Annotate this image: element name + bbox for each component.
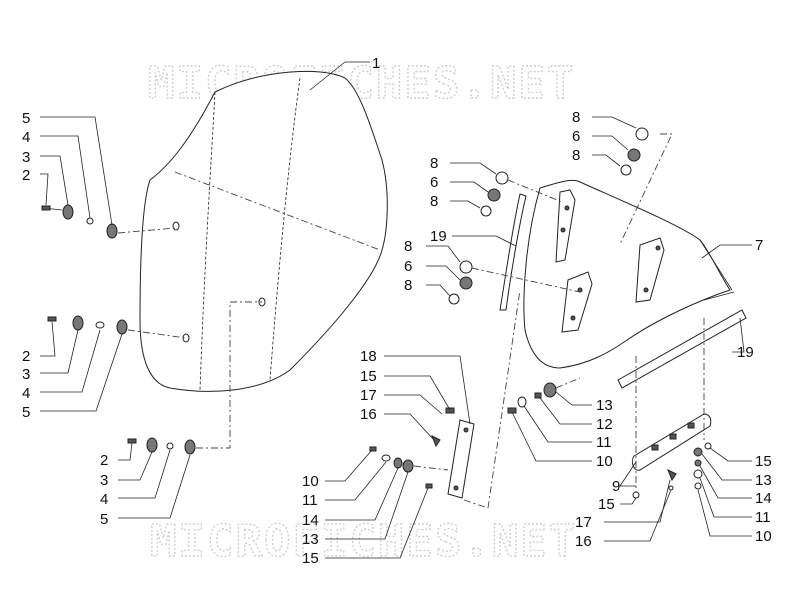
- leader-1: [309, 61, 346, 91]
- callout-17-b: 17: [575, 514, 592, 531]
- callout-5-b: 5: [22, 404, 30, 421]
- hardware-group-right-middle: [507, 377, 581, 414]
- callout-5-a: 5: [22, 110, 30, 127]
- hardware-group-lower-right: [632, 442, 712, 499]
- hardware-group-center: [369, 407, 455, 489]
- callout-8-e: 8: [404, 238, 412, 255]
- callout-18: 18: [360, 348, 377, 365]
- callout-8-f: 8: [404, 277, 412, 294]
- callout-3-b: 3: [22, 366, 30, 383]
- callout-12: 12: [596, 416, 613, 433]
- callout-15-c: 15: [598, 496, 615, 513]
- callout-2-a: 2: [22, 167, 30, 184]
- hardware-group-middle-left: [47, 315, 187, 339]
- callout-8-d: 8: [430, 193, 438, 210]
- callout-3-c: 3: [100, 472, 108, 489]
- callout-10-a: 10: [302, 473, 319, 490]
- callout-10-c: 10: [755, 528, 772, 545]
- callout-15-b: 15: [302, 550, 319, 567]
- callout-6-a: 6: [572, 128, 580, 145]
- bracket-18: [447, 289, 521, 509]
- callout-19-b: 19: [737, 344, 754, 361]
- callout-2-b: 2: [22, 348, 30, 365]
- callout-3-a: 3: [22, 149, 30, 166]
- callout-17-a: 17: [360, 387, 377, 404]
- rubber-strip-19-right: [617, 309, 747, 389]
- callout-14-a: 14: [302, 512, 319, 529]
- callout-7: 7: [755, 237, 763, 254]
- callout-16-b: 16: [575, 533, 592, 550]
- callout-4-c: 4: [100, 491, 108, 508]
- callout-15-a: 15: [360, 368, 377, 385]
- windshield: [139, 70, 388, 392]
- callout-4-b: 4: [22, 385, 30, 402]
- callout-8-c: 8: [430, 155, 438, 172]
- callout-10-b: 10: [596, 453, 613, 470]
- callout-13-c: 13: [755, 472, 772, 489]
- callout-13-a: 13: [302, 531, 319, 548]
- hardware-group-upper-right: [448, 127, 673, 305]
- callout-14-b: 14: [755, 490, 772, 507]
- watermark-bottom: MICROFICHES.NET: [150, 516, 577, 567]
- callout-4-a: 4: [22, 129, 30, 146]
- callout-11-a: 11: [302, 492, 318, 509]
- callout-11-b: 11: [596, 434, 612, 451]
- callout-15-d: 15: [755, 453, 772, 470]
- hardware-group-upper-left: [41, 204, 176, 239]
- callout-16-a: 16: [360, 406, 377, 423]
- callout-6-b: 6: [430, 174, 438, 191]
- callout-13-b: 13: [596, 397, 613, 414]
- callout-5-c: 5: [100, 511, 108, 528]
- callout-8-a: 8: [572, 109, 580, 126]
- callout-19-a: 19: [430, 228, 447, 245]
- callout-8-b: 8: [572, 147, 580, 164]
- rubber-strip-19-left: [499, 193, 527, 311]
- callout-1: 1: [372, 55, 380, 72]
- callout-9: 9: [612, 478, 620, 495]
- callout-2-c: 2: [100, 452, 108, 469]
- front-cowl-panel: [523, 179, 735, 369]
- hardware-group-lower-left: [127, 301, 262, 455]
- callout-11-c: 11: [755, 509, 771, 526]
- callout-6-c: 6: [404, 258, 412, 275]
